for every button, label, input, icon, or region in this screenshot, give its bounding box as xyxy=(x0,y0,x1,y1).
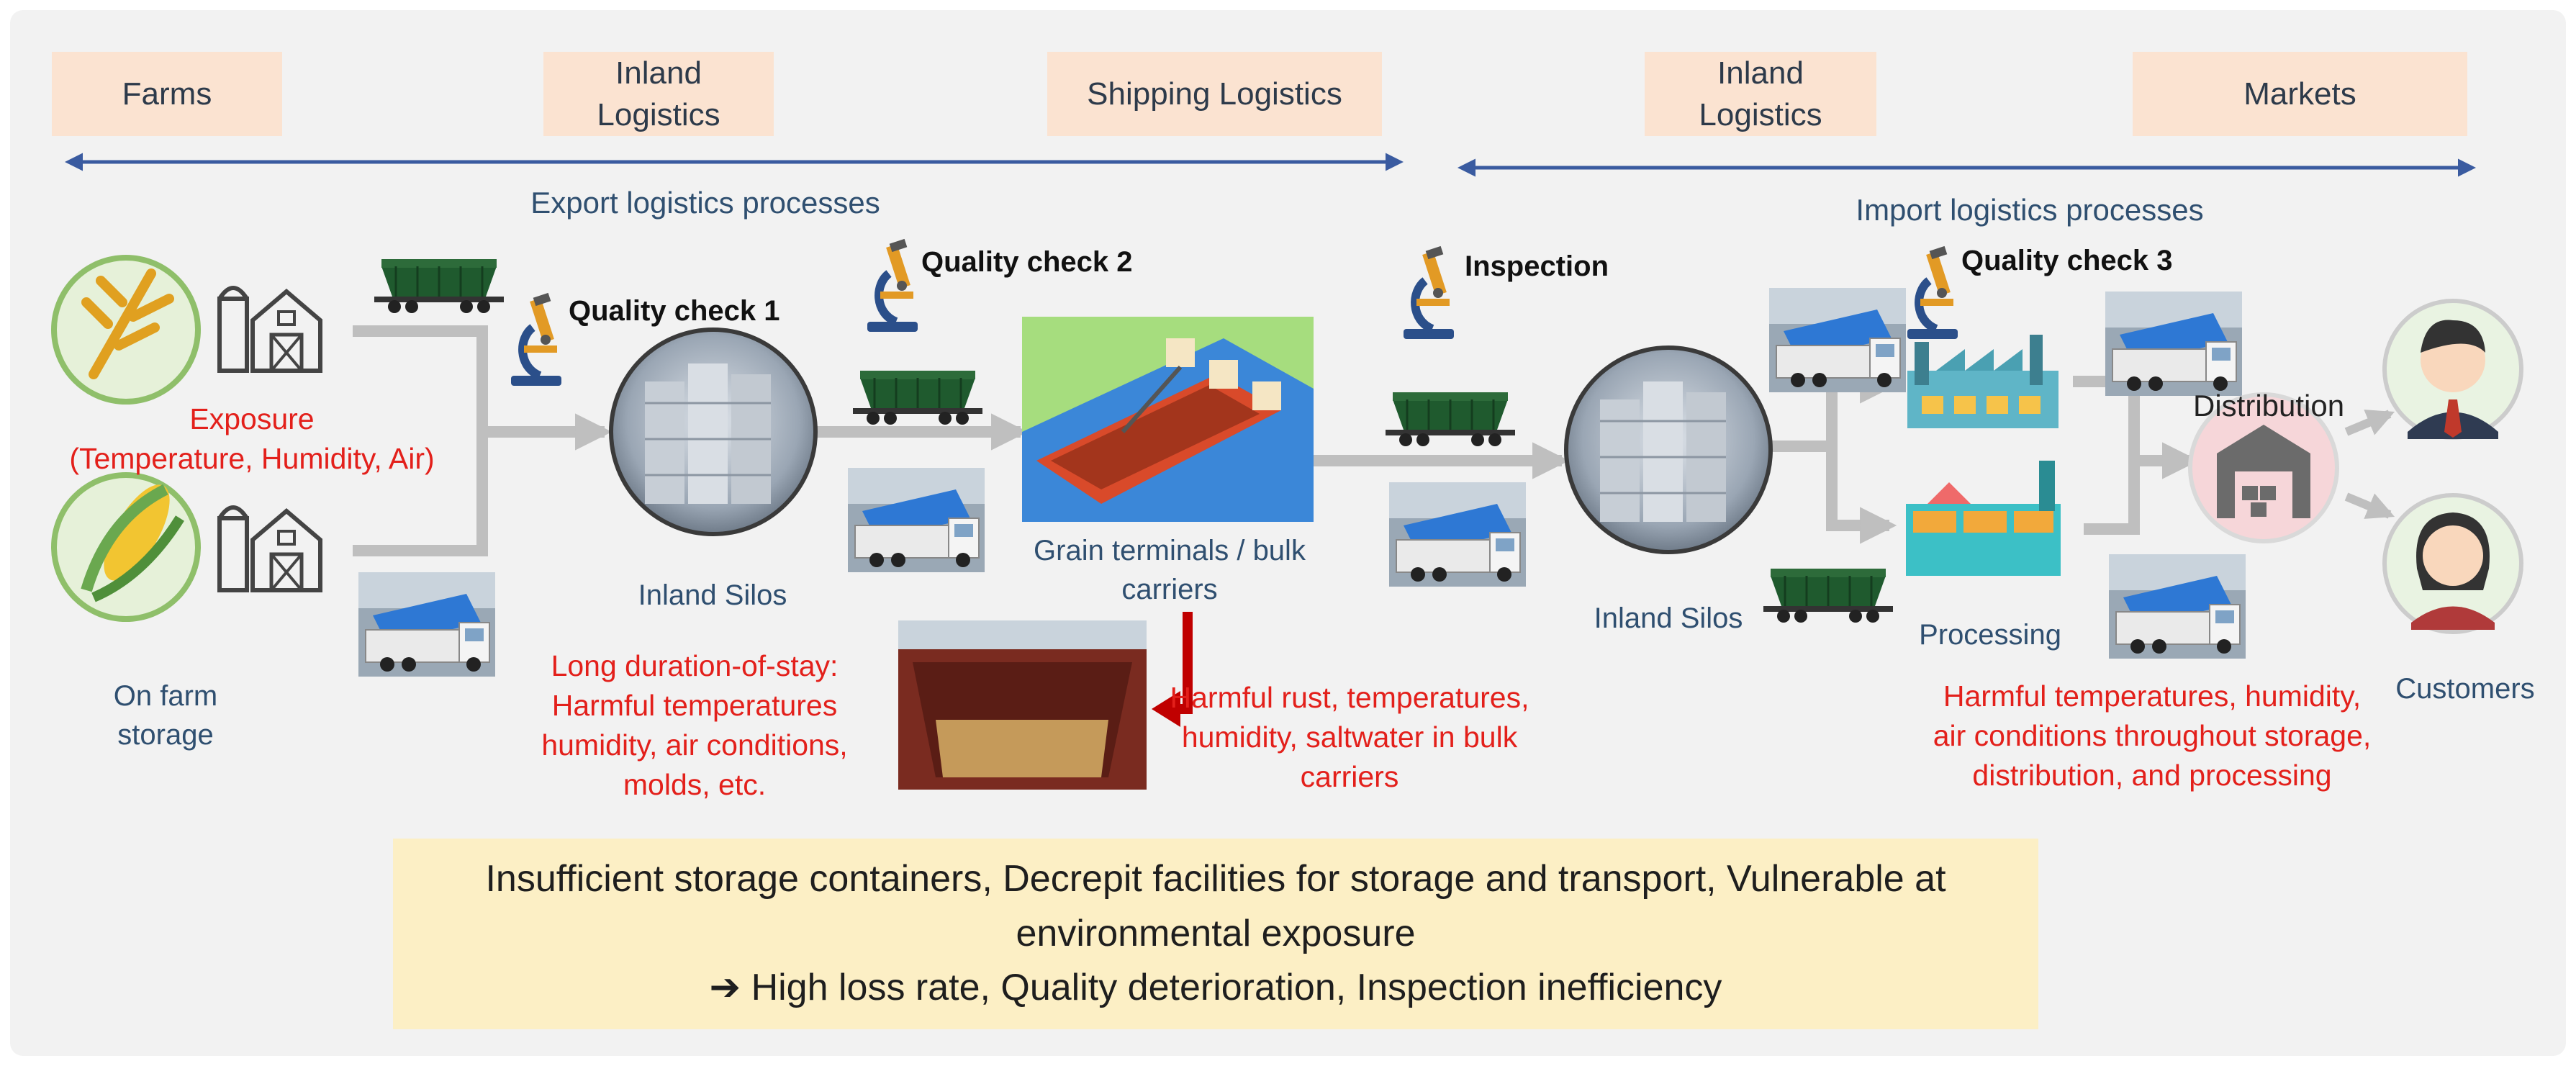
stage-farms: Farms xyxy=(52,52,282,136)
customer-man-icon xyxy=(2382,299,2523,440)
hopper-railcar-icon xyxy=(373,258,505,315)
quality-check-2: Quality check 2 xyxy=(921,246,1133,278)
exposure-risk-line-1: Exposure xyxy=(189,402,315,435)
distribution-label: Distribution xyxy=(2193,389,2345,423)
silo-icon xyxy=(611,330,815,534)
truck-icon xyxy=(2105,291,2243,397)
exposure-risk-text: Exposure (Temperature, Humidity, Air) xyxy=(29,399,475,479)
corn-icon xyxy=(51,472,201,622)
cargo-hold-icon xyxy=(898,620,1147,790)
arrow-icon: ➔ xyxy=(709,967,741,1009)
microscope-icon xyxy=(511,293,561,386)
quality-check-1: Quality check 1 xyxy=(569,295,780,327)
silo-icon xyxy=(1566,348,1771,552)
summary-line-2: ➔ High loss rate, Quality deterioration,… xyxy=(393,961,2038,1015)
truck-icon xyxy=(358,572,496,677)
grain-terminals-label: Grain terminals / bulk carriers xyxy=(1034,535,1306,605)
truck-icon xyxy=(847,467,985,573)
microscope-icon xyxy=(1907,246,1958,339)
grain-terminal-icon xyxy=(1022,317,1314,522)
stage-shipping-logistics: Shipping Logistics xyxy=(1047,52,1382,136)
truck-icon xyxy=(2108,554,2246,659)
hopper-railcar-icon xyxy=(851,369,984,426)
microscope-icon xyxy=(867,239,918,332)
warehouse-icon xyxy=(2188,392,2339,543)
inspection-label: Inspection xyxy=(1465,250,1609,282)
customers-label: Customers xyxy=(2395,673,2535,705)
quality-check-3: Quality check 3 xyxy=(1961,245,2173,276)
stage-inland-logistics-import: Inland Logistics xyxy=(1645,52,1876,136)
factory-icon xyxy=(1906,461,2061,576)
processing-label: Processing xyxy=(1919,619,2061,651)
distribution-risk-text: Harmful temperatures, humidity, air cond… xyxy=(1933,679,2372,792)
hopper-railcar-icon xyxy=(1762,567,1894,624)
summary-box: Insufficient storage containers, Decrepi… xyxy=(393,839,2038,1029)
inland-silos-label-export: Inland Silos xyxy=(638,579,787,611)
factory-icon xyxy=(1907,335,2058,428)
import-process-label: Import logistics processes xyxy=(1856,193,2204,227)
truck-icon xyxy=(1768,287,1907,393)
truck-icon xyxy=(1388,482,1527,587)
export-process-label: Export logistics processes xyxy=(530,186,880,220)
on-farm-storage-label: On farm storage xyxy=(113,680,218,751)
summary-conclusion: High loss rate, Quality deterioration, I… xyxy=(751,967,1722,1009)
barn-icon xyxy=(220,507,320,590)
inland-silos-label-import: Inland Silos xyxy=(1594,602,1743,634)
customer-woman-icon xyxy=(2382,493,2523,634)
microscope-icon xyxy=(1404,246,1454,339)
exposure-risk-line-2: (Temperature, Humidity, Air) xyxy=(69,441,435,475)
long-duration-risk-text: Long duration-of-stay: Harmful temperatu… xyxy=(541,649,848,801)
summary-line-1: Insufficient storage containers, Decrepi… xyxy=(485,858,1946,954)
barn-icon xyxy=(220,288,320,371)
stage-inland-logistics-export: Inland Logistics xyxy=(543,52,774,136)
hopper-railcar-icon xyxy=(1384,391,1517,448)
bulk-carrier-risk-text: Harmful rust, temperatures, humidity, sa… xyxy=(1170,681,1529,793)
stage-markets: Markets xyxy=(2133,52,2467,136)
wheat-icon xyxy=(51,255,201,405)
